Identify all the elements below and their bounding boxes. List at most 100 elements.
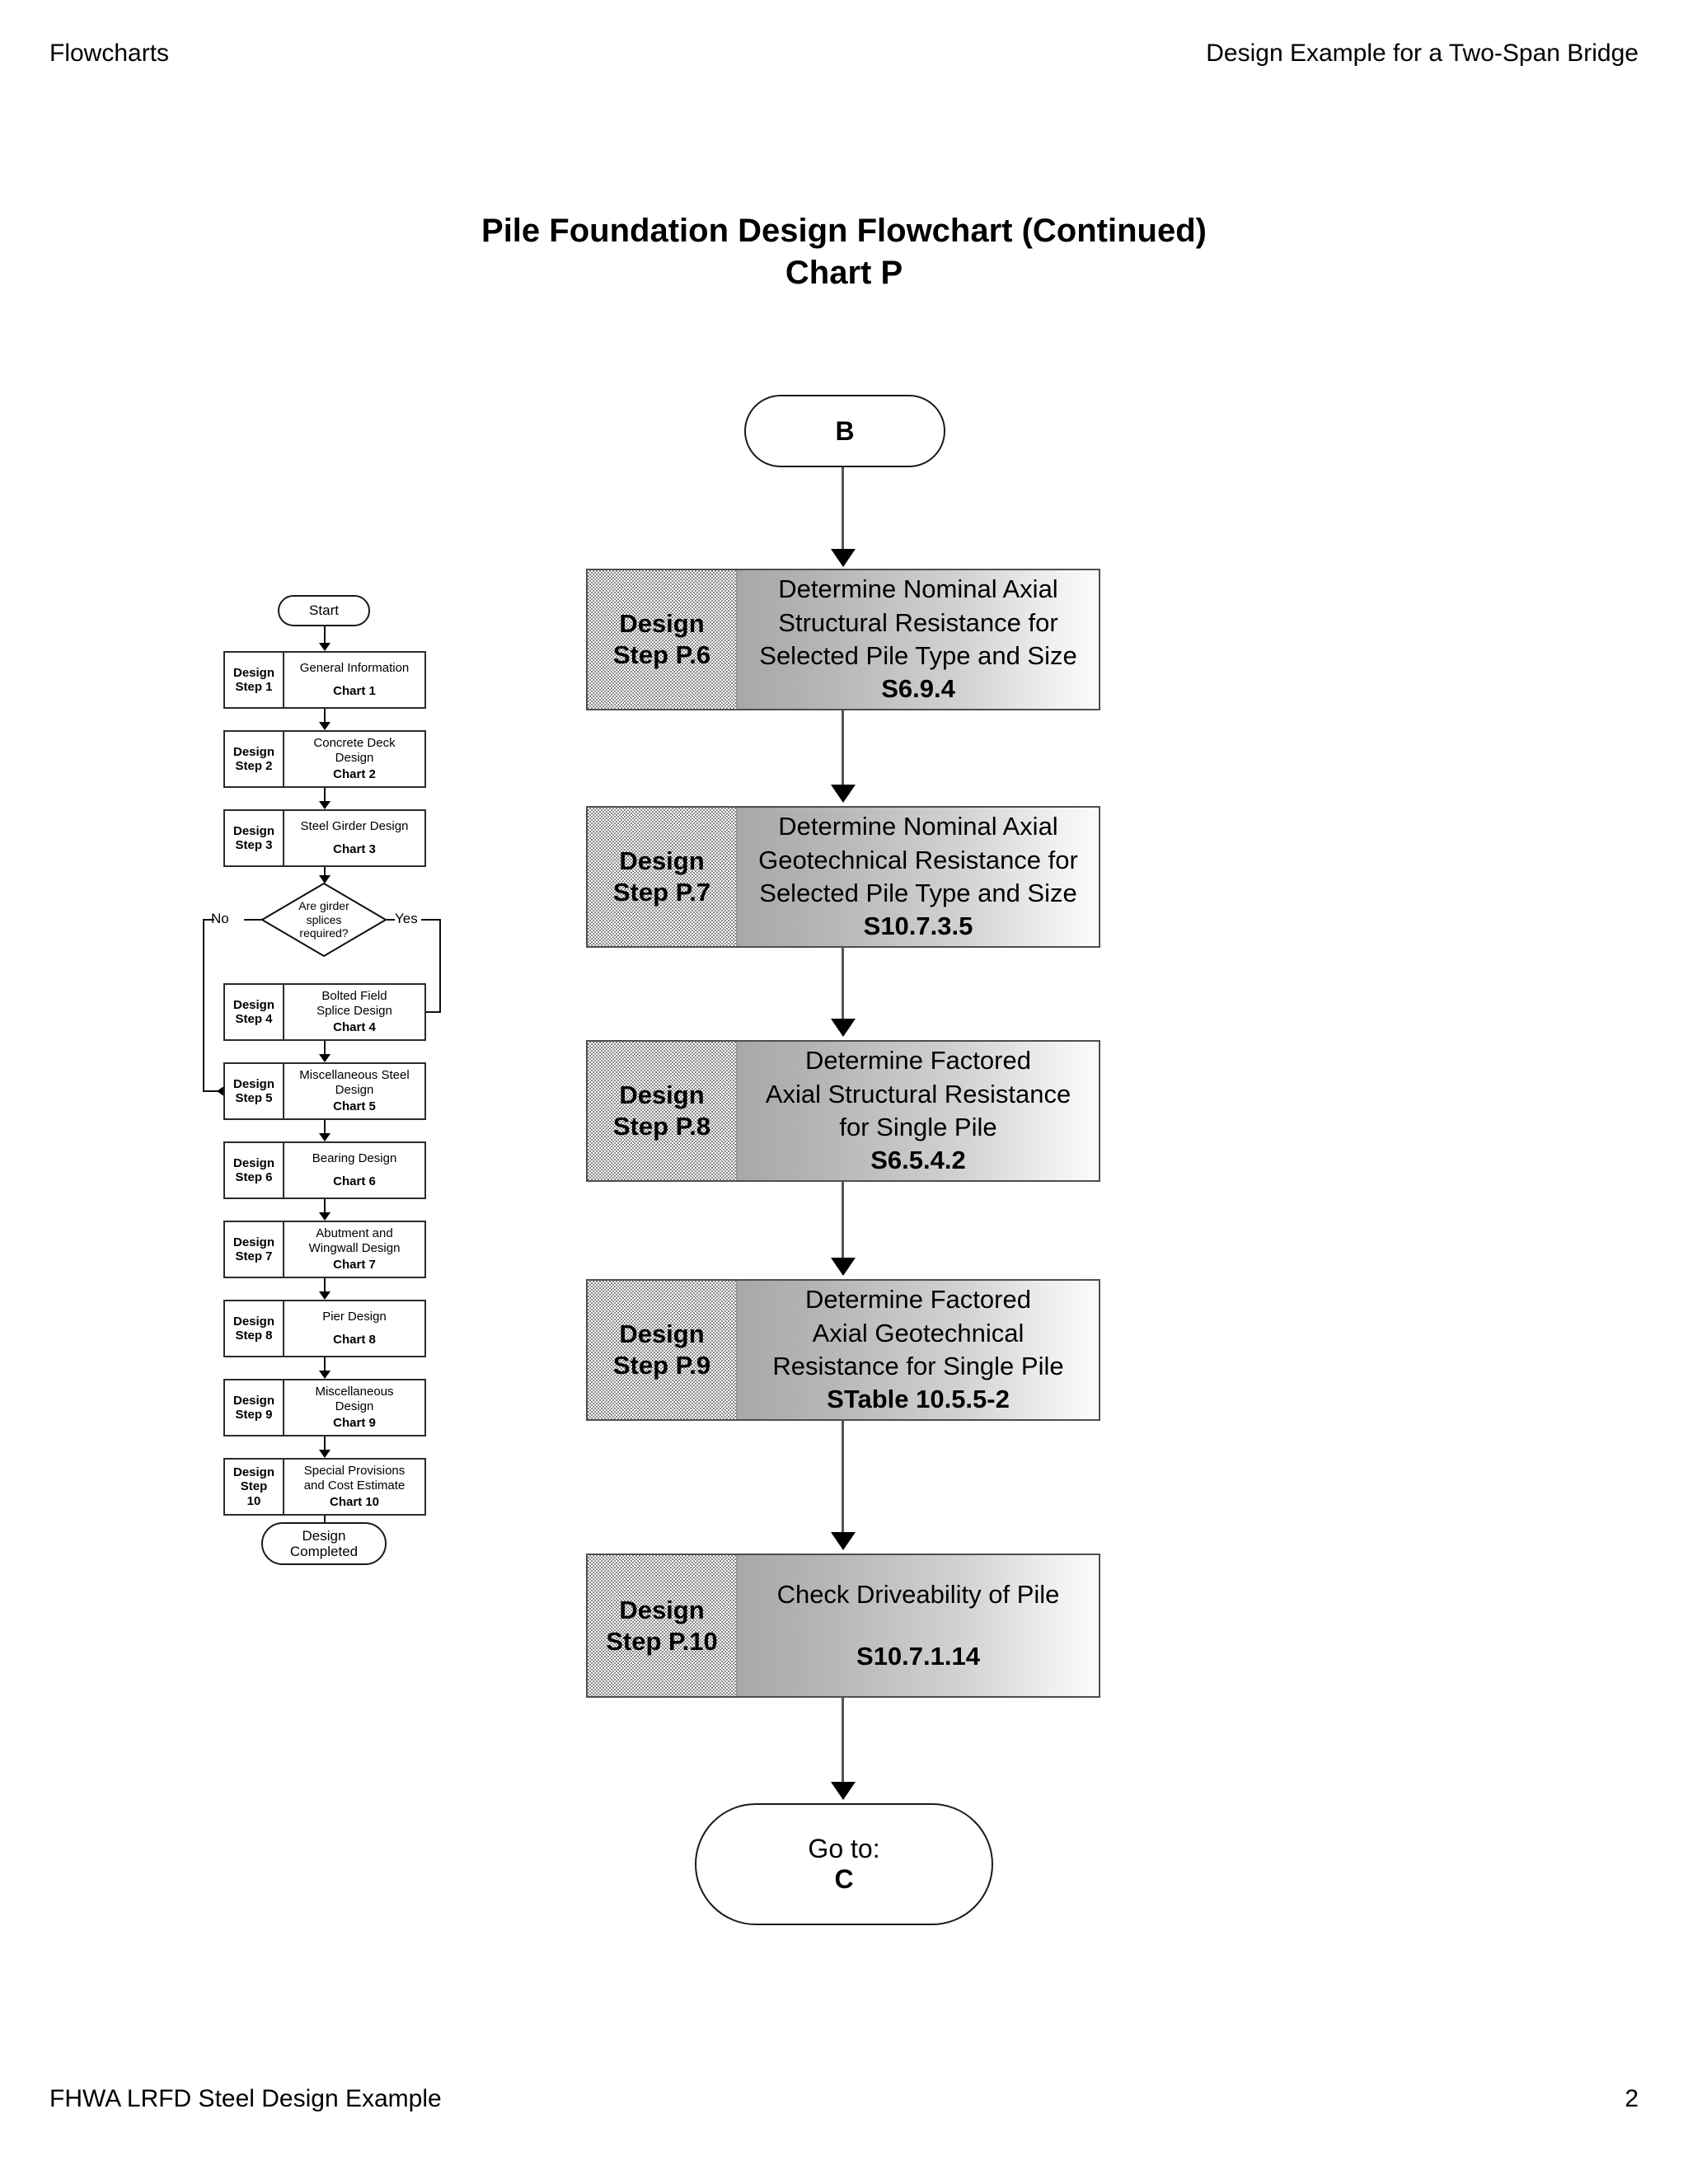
connector-line-p8-to-p9 <box>842 1182 844 1259</box>
connector-go-to-c[interactable]: Go to: C <box>695 1803 993 1925</box>
mini-step-7-line2: Step 7 <box>235 1249 273 1263</box>
mini-step-5-line2: Step 5 <box>235 1091 273 1105</box>
mini-chart-ref-8: Chart 8 <box>333 1333 376 1347</box>
mini-body-10-line2: and Cost Estimate <box>303 1478 406 1493</box>
mini-body-2-line1: Concrete Deck <box>313 735 396 750</box>
mini-chart-ref-4: Chart 4 <box>333 1020 376 1035</box>
mini-step-1-line1: Design <box>232 665 274 680</box>
decision-are-girder-splices-required[interactable]: Are girder splices required? <box>261 883 387 957</box>
mini-body-1: General Information Chart 1 <box>284 653 424 707</box>
process-body-p6: Determine Nominal Axial Structural Resis… <box>738 570 1099 709</box>
mini-end-terminator[interactable]: Design Completed <box>261 1522 387 1565</box>
mini-body-8-line1: Pier Design <box>322 1310 387 1324</box>
mini-body-4-line2: Splice Design <box>316 1003 392 1018</box>
arrowhead-p7-to-p8 <box>831 1019 856 1037</box>
process-body-p9-line2: Axial Geotechnical <box>812 1318 1025 1347</box>
process-body-p7-line3: Selected Pile Type and Size <box>759 879 1077 907</box>
mini-end-line2: Completed <box>289 1544 359 1559</box>
yes-branch-vertical-line <box>439 919 441 1013</box>
mini-arrowhead-7-8 <box>319 1291 331 1300</box>
spec-reference-p8: S6.5.4.2 <box>870 1146 966 1175</box>
step-label-p9-line1: Design <box>619 1319 705 1349</box>
mini-box-design-step-2[interactable]: Design Step 2 Concrete Deck Design Chart… <box>223 730 426 788</box>
step-label-p8-line1: Design <box>619 1080 705 1110</box>
arrowhead-p8-to-p9 <box>831 1258 856 1276</box>
mini-chart-ref-1: Chart 1 <box>333 684 376 698</box>
mini-body-9-line1: Miscellaneous <box>315 1384 394 1399</box>
mini-box-design-step-4[interactable]: Design Step 4 Bolted Field Splice Design… <box>223 983 426 1041</box>
process-body-p7: Determine Nominal Axial Geotechnical Res… <box>738 808 1099 946</box>
mini-step-label-6: Design Step 6 <box>225 1143 284 1197</box>
mini-step-2-line2: Step 2 <box>235 759 273 773</box>
process-body-p8-line1: Determine Factored <box>805 1046 1031 1076</box>
yes-branch-line-to-vertical <box>421 919 441 921</box>
process-box-design-step-p6[interactable]: Design Step P.6 Determine Nominal Axial … <box>586 569 1100 710</box>
no-branch-line-from-diamond <box>244 919 262 921</box>
mini-step-label-2: Design Step 2 <box>225 732 284 786</box>
mini-step-label-4: Design Step 4 <box>225 985 284 1039</box>
process-box-design-step-p7[interactable]: Design Step P.7 Determine Nominal Axial … <box>586 806 1100 948</box>
mini-body-5-line2: Design <box>335 1082 374 1097</box>
decision-label-line2: splices <box>306 912 342 926</box>
chart-title-line2: Chart P <box>785 255 903 292</box>
mini-step-3-line2: Step 3 <box>235 838 273 852</box>
step-label-p9-line2: Step P.9 <box>612 1351 711 1380</box>
step-label-p10-line2: Step P.10 <box>606 1626 718 1656</box>
mini-body-6: Bearing Design Chart 6 <box>284 1143 424 1197</box>
mini-box-design-step-1[interactable]: Design Step 1 General Information Chart … <box>223 651 426 709</box>
process-box-design-step-p10[interactable]: Design Step P.10 Check Driveability of P… <box>586 1554 1100 1698</box>
mini-step-1-line2: Step 1 <box>235 680 273 694</box>
mini-body-5-line1: Miscellaneous Steel <box>299 1067 410 1082</box>
spec-reference-p9: STable 10.5.5-2 <box>827 1385 1010 1414</box>
step-label-p7: Design Step P.7 <box>588 808 738 946</box>
mini-box-design-step-9[interactable]: Design Step 9 Miscellaneous Design Chart… <box>223 1379 426 1436</box>
mini-arrowhead-1-2 <box>319 722 331 730</box>
mini-chart-ref-9: Chart 9 <box>333 1416 376 1431</box>
decision-label-line3: required? <box>299 926 349 940</box>
arrowhead-p9-to-p10 <box>831 1532 856 1550</box>
step-label-p7-line2: Step P.7 <box>612 878 711 907</box>
step-label-p7-line1: Design <box>619 846 705 876</box>
mini-box-design-step-10[interactable]: Design Step 10 Special Provisions and Co… <box>223 1458 426 1516</box>
spec-reference-p6: S6.9.4 <box>881 674 955 704</box>
header-left-text: Flowcharts <box>49 40 170 67</box>
mini-step-label-3: Design Step 3 <box>225 811 284 865</box>
mini-end-line1: Design <box>302 1527 346 1544</box>
mini-connector-6-7 <box>324 1199 326 1214</box>
page-header: Flowcharts Design Example for a Two-Span… <box>49 40 1639 73</box>
mini-box-design-step-5[interactable]: Design Step 5 Miscellaneous Steel Design… <box>223 1062 426 1120</box>
arrowhead-p10-to-c <box>831 1782 856 1800</box>
mini-arrowhead-start <box>319 643 331 651</box>
mini-start-terminator[interactable]: Start <box>278 595 370 626</box>
mini-chart-ref-10: Chart 10 <box>329 1495 380 1510</box>
mini-box-design-step-8[interactable]: Design Step 8 Pier Design Chart 8 <box>223 1300 426 1357</box>
mini-box-design-step-3[interactable]: Design Step 3 Steel Girder Design Chart … <box>223 809 426 867</box>
decision-label-line1: Are girder <box>298 899 349 913</box>
mini-step-10-line3: 10 <box>246 1493 261 1508</box>
mini-arrowhead-8-9 <box>319 1371 331 1379</box>
decision-branch-label-yes: Yes <box>395 911 418 926</box>
connector-b[interactable]: B <box>744 395 945 467</box>
go-to-prefix: Go to: <box>808 1834 880 1863</box>
mini-step-2-line1: Design <box>232 744 274 759</box>
arrowhead-b-to-p6 <box>831 549 856 567</box>
process-box-design-step-p8[interactable]: Design Step P.8 Determine Factored Axial… <box>586 1040 1100 1182</box>
mini-body-6-line1: Bearing Design <box>312 1151 397 1166</box>
mini-arrowhead-2-3 <box>319 801 331 809</box>
mini-body-4-line1: Bolted Field <box>321 988 387 1003</box>
mini-chart-ref-3: Chart 3 <box>333 842 376 856</box>
process-box-design-step-p9[interactable]: Design Step P.9 Determine Factored Axial… <box>586 1279 1100 1421</box>
mini-box-design-step-7[interactable]: Design Step 7 Abutment and Wingwall Desi… <box>223 1221 426 1278</box>
mini-body-3-line1: Steel Girder Design <box>300 819 409 834</box>
header-right-text: Design Example for a Two-Span Bridge <box>1206 40 1639 67</box>
mini-body-7-line2: Wingwall Design <box>308 1240 401 1255</box>
mini-chart-ref-2: Chart 2 <box>333 767 376 782</box>
footer-left-text: FHWA LRFD Steel Design Example <box>49 2085 442 2112</box>
no-branch-arrowhead <box>217 1085 225 1097</box>
chart-title-line1: Pile Foundation Design Flowchart (Contin… <box>481 213 1207 249</box>
spec-reference-p7: S10.7.3.5 <box>863 912 973 941</box>
decision-branch-label-no: No <box>211 911 229 926</box>
yes-branch-line-from-diamond <box>387 919 395 921</box>
mini-box-design-step-6[interactable]: Design Step 6 Bearing Design Chart 6 <box>223 1141 426 1199</box>
mini-arrowhead-4-5 <box>319 1054 331 1062</box>
